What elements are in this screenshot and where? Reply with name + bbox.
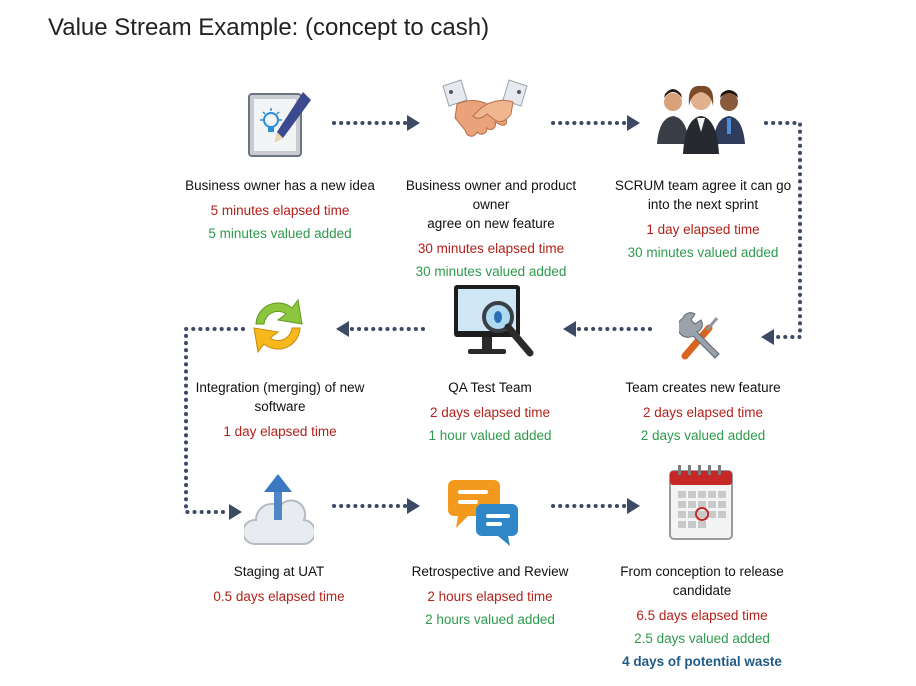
elapsed-time: 30 minutes elapsed time (417, 241, 565, 256)
elapsed-time: 0.5 days elapsed time (213, 589, 345, 604)
idea-notepad-icon (248, 92, 311, 157)
step-release: From conception to release candidate 6.5… (604, 562, 800, 671)
step-retro: Retrospective and Review 2 hours elapsed… (394, 562, 586, 629)
refresh-arrows-icon (253, 298, 303, 354)
page-title: Value Stream Example: (concept to cash) (48, 14, 490, 41)
handshake-icon (442, 79, 528, 137)
elapsed-time: 6.5 days elapsed time (636, 608, 768, 623)
step-label: Retrospective and Review (411, 564, 569, 579)
team-people-icon (657, 85, 745, 154)
step-qa: QA Test Team 2 days elapsed time 1 hour … (394, 378, 586, 445)
valued-added: 2 hours valued added (425, 612, 555, 627)
tools-icon (679, 312, 720, 360)
step-label: Team creates new feature (625, 380, 781, 395)
step-label: Integration (merging) of new software (195, 380, 365, 414)
step-agree: Business owner and product owner agree o… (388, 176, 594, 281)
step-integration: Integration (merging) of new software 1 … (182, 378, 378, 441)
potential-waste: 4 days of potential waste (622, 654, 782, 669)
monitor-magnifier-icon (454, 285, 534, 357)
step-staging: Staging at UAT 0.5 days elapsed time (184, 562, 374, 606)
valued-added: 30 minutes valued added (415, 264, 567, 279)
valued-added: 30 minutes valued added (627, 245, 779, 260)
elapsed-time: 2 days elapsed time (429, 405, 551, 420)
calendar-icon (669, 465, 733, 540)
step-label: QA Test Team (448, 380, 532, 395)
elapsed-time: 2 days elapsed time (642, 405, 764, 420)
valued-added: 5 minutes valued added (208, 226, 352, 241)
elapsed-time: 1 day elapsed time (223, 424, 337, 439)
valued-added: 2 days valued added (640, 428, 766, 443)
chat-bubbles-icon (448, 480, 518, 546)
step-scrum: SCRUM team agree it can go into the next… (612, 176, 794, 262)
elapsed-time: 1 day elapsed time (646, 222, 760, 237)
elapsed-time: 5 minutes elapsed time (210, 203, 350, 218)
step-label: From conception to release candidate (620, 564, 784, 598)
valued-added: 1 hour valued added (428, 428, 552, 443)
step-label: Business owner has a new idea (185, 178, 375, 193)
valued-added: 2.5 days valued added (634, 631, 770, 646)
elapsed-time: 2 hours elapsed time (427, 589, 553, 604)
step-label: Staging at UAT (233, 564, 325, 579)
step-label: SCRUM team agree it can go into the next… (614, 178, 792, 212)
step-label: Business owner and product owner agree o… (405, 178, 577, 231)
cloud-upload-icon (244, 474, 314, 546)
step-create: Team creates new feature 2 days elapsed … (598, 378, 808, 445)
step-idea: Business owner has a new idea 5 minutes … (170, 176, 390, 243)
